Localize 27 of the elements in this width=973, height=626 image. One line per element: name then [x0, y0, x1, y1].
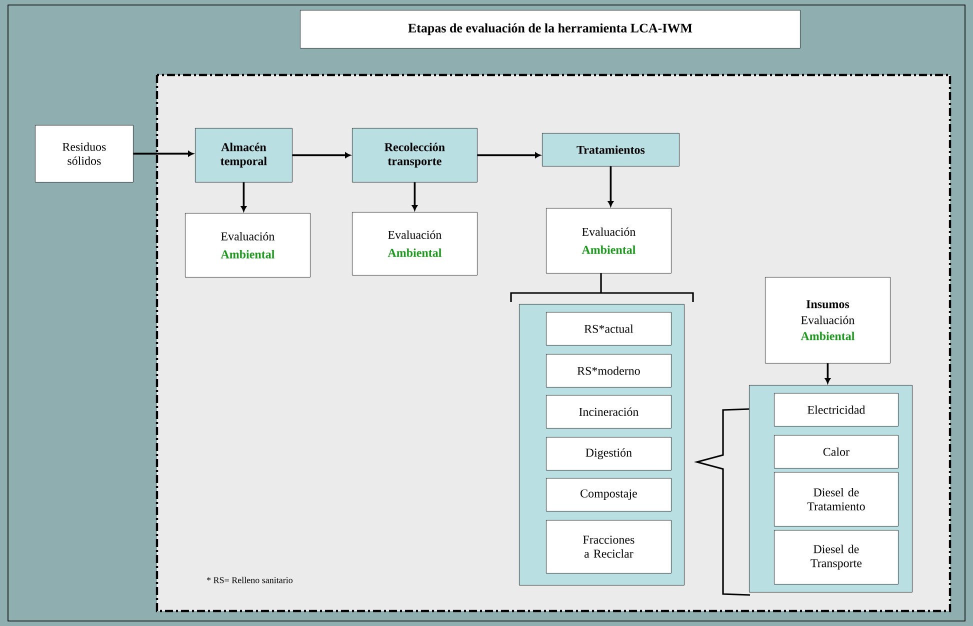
arrow [412, 182, 418, 210]
arrow [133, 150, 194, 156]
stage-box: Recolección transporte [352, 128, 478, 182]
option-box: Calor [774, 435, 898, 468]
footnote: * RS= Relleno sanitario [206, 576, 293, 584]
stage-box: Tratamientos [542, 133, 680, 166]
evaluation-box: Evaluación Ambiental [352, 212, 478, 276]
stage-box: Almacén temporal [195, 128, 292, 182]
option-box: RS*actual [546, 312, 672, 346]
option-box: Diesel de Transporte [774, 530, 898, 584]
evaluation-box: Evaluación Ambiental [546, 208, 672, 274]
arrow [477, 152, 540, 158]
arrow [240, 182, 246, 212]
arrow [292, 152, 350, 158]
arrow [608, 166, 614, 206]
evaluation-box: Evaluación Ambiental [185, 213, 310, 278]
option-box: Fracciones a Reciclar [546, 520, 672, 574]
option-box: Digestión [546, 437, 672, 470]
input-box: Residuos sólidos [35, 125, 134, 182]
title-box: Etapas de evaluación de la herramienta LCA-IWM [300, 10, 800, 48]
option-box: Electricidad [774, 393, 898, 426]
inputs-box: Insumos Evaluación Ambiental [765, 277, 890, 364]
arrow [824, 363, 830, 384]
option-box: Incineración [546, 395, 672, 428]
option-box: Diesel de Tratamiento [774, 472, 898, 526]
option-box: RS*moderno [546, 354, 672, 388]
option-box: Compostaje [546, 478, 672, 512]
